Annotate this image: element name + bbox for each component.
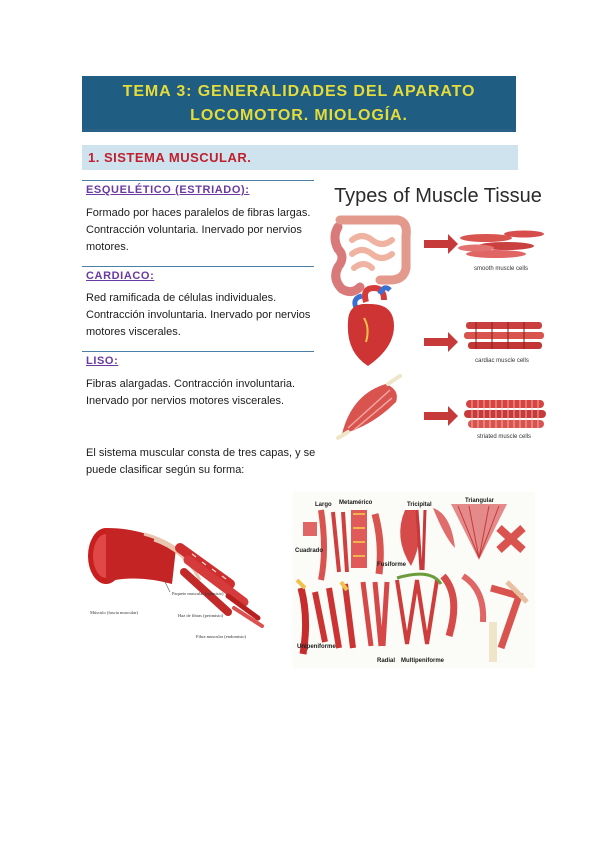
- cardiac-muscle-label: cardiac muscle cells: [475, 358, 529, 364]
- label-musculo: Músculo (fascia muscular): [90, 610, 138, 615]
- smooth-muscle-cells-icon: [458, 230, 544, 258]
- muscle-tissue-figure: Types of Muscle Tissue smooth muscle cel…: [326, 172, 554, 444]
- label-largo: Largo: [315, 502, 332, 508]
- subheading-liso: LISO:: [82, 351, 314, 367]
- section-heading: 1. SISTEMA MUSCULAR.: [82, 145, 518, 170]
- arrow-icon: [424, 234, 458, 254]
- arrow-icon: [424, 406, 458, 426]
- paragraph-intro-layers: El sistema muscular consta de tres capas…: [86, 447, 316, 476]
- muscle-bundle-icon: [88, 528, 264, 628]
- heart-icon: [347, 284, 394, 366]
- page-title-banner: TEMA 3: GENERALIDADES DEL APARATO LOCOMO…: [82, 76, 516, 132]
- arrow-icon: [424, 332, 458, 352]
- page-title-line1: TEMA 3: GENERALIDADES DEL APARATO: [122, 83, 476, 100]
- striated-muscle-cells-icon: [464, 400, 546, 428]
- label-unipeniforme: Unipeniforme: [297, 644, 336, 650]
- paragraph-liso: Fibras alargadas. Contracción involuntar…: [86, 378, 296, 407]
- subheading-cardiaco: CARDIACO:: [82, 266, 314, 282]
- label-paquete-muscular: Paquete muscular (epimisio): [172, 591, 224, 596]
- label-triangular: Triangular: [465, 498, 495, 504]
- muscle-tissue-figure-title: Types of Muscle Tissue: [334, 185, 542, 207]
- label-cuadrado: Cuadrado: [295, 548, 323, 554]
- paragraph-esqueletico: Formado por haces paralelos de fibras la…: [86, 207, 311, 253]
- intestine-icon: [330, 215, 411, 297]
- paragraph-cardiaco: Red ramificada de células individuales. …: [86, 292, 311, 338]
- label-fibra-muscular: Fibra muscular (endomisio): [196, 634, 246, 639]
- label-multipeniforme: Multipeniforme: [401, 658, 445, 664]
- label-fusiforme: Fusiforme: [377, 562, 407, 568]
- muscle-shapes-icon: [295, 504, 529, 662]
- label-metamerico: Metamérico: [339, 500, 373, 506]
- page-title-line2: LOCOMOTOR. MIOLOGÍA.: [190, 107, 408, 124]
- cardiac-muscle-cells-icon: [464, 322, 544, 349]
- skeletal-muscle-icon: [336, 374, 402, 440]
- muscle-shapes-figure: Largo Metamérico Tricipital Triangular C…: [293, 492, 535, 668]
- subheading-esqueletico: ESQUELÉTICO (ESTRIADO):: [82, 180, 314, 196]
- muscle-layers-figure: Paquete muscular (epimisio) Músculo (fas…: [88, 528, 264, 639]
- label-tricipital: Tricipital: [407, 502, 432, 508]
- label-haz-fibras: Haz de fibras (perimisio): [178, 613, 224, 618]
- smooth-muscle-label: smooth muscle cells: [474, 266, 528, 272]
- striated-muscle-label: striated muscle cells: [477, 434, 531, 440]
- label-radial: Radial: [377, 658, 395, 664]
